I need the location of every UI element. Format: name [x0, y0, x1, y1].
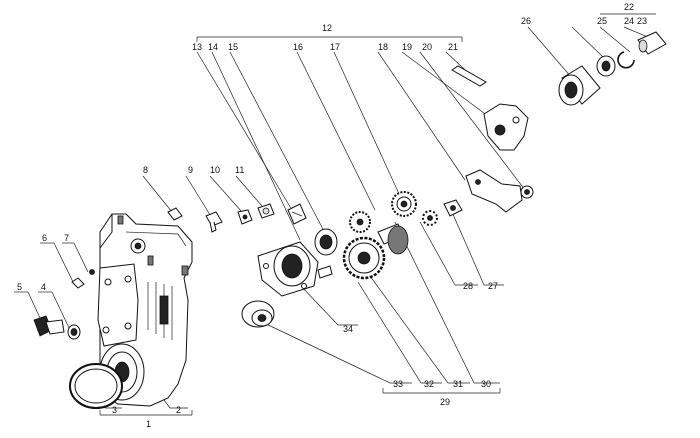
gear-17-part [391, 191, 417, 217]
lever-18-part [465, 169, 534, 213]
circlip-24-part [617, 51, 635, 69]
bolt-part [33, 315, 81, 340]
seal-ring-part [69, 363, 123, 409]
label-1: 1 [146, 419, 151, 429]
label-11: 11 [235, 165, 244, 175]
label-13: 13 [192, 42, 202, 52]
label-25: 25 [597, 16, 607, 26]
label-19: 19 [402, 42, 412, 52]
label-10: 10 [210, 165, 220, 175]
label-22: 22 [624, 2, 634, 12]
nut-10-part [237, 209, 253, 225]
label-2: 2 [176, 405, 181, 415]
leader-lines [14, 26, 651, 409]
group-bracket-29 [382, 388, 501, 394]
label-14: 14 [208, 42, 218, 52]
label-32: 32 [424, 379, 434, 389]
label-16: 16 [293, 42, 303, 52]
label-18: 18 [378, 42, 388, 52]
ring-25-part [596, 55, 616, 77]
key-part [167, 207, 183, 221]
small-screw-part [71, 269, 95, 289]
label-33: 33 [393, 379, 403, 389]
label-21: 21 [448, 42, 458, 52]
screw-9-part [205, 211, 223, 233]
label-6: 6 [42, 233, 47, 243]
callout-labels: 1 2 3 4 5 6 7 8 9 10 11 12 13 14 15 16 1… [17, 2, 647, 429]
label-24: 24 [624, 16, 634, 26]
label-26: 26 [521, 16, 531, 26]
label-4: 4 [41, 282, 46, 292]
clip-part [287, 203, 307, 225]
label-12: 12 [322, 23, 332, 33]
label-15: 15 [228, 42, 238, 52]
label-29: 29 [440, 397, 450, 407]
label-28: 28 [463, 281, 473, 291]
housing-part [97, 213, 193, 407]
label-9: 9 [188, 165, 193, 175]
lever-20-part [483, 103, 529, 151]
bolt-11-part [257, 203, 275, 219]
label-34: 34 [343, 324, 353, 334]
nut-27-part [443, 199, 463, 217]
gear-small-part [349, 211, 371, 233]
label-30: 30 [481, 379, 491, 389]
star-washer-part [422, 210, 438, 226]
sleeve-26-part [558, 65, 601, 106]
group-bracket-1 [99, 410, 193, 416]
flange-housing-part [257, 241, 319, 297]
label-20: 20 [422, 42, 432, 52]
label-23: 23 [637, 16, 647, 26]
label-27: 27 [488, 281, 498, 291]
shaft-part [377, 223, 409, 255]
plug-23-part [637, 31, 667, 55]
label-7: 7 [64, 233, 69, 243]
label-3: 3 [112, 405, 117, 415]
label-5: 5 [17, 282, 22, 292]
gear-large-part [342, 236, 386, 280]
pin-part [317, 265, 333, 279]
group-bracket-12 [196, 36, 463, 42]
label-31: 31 [453, 379, 463, 389]
label-17: 17 [330, 42, 340, 52]
cover-washer-part [241, 300, 275, 328]
pin-21-part [451, 65, 487, 87]
bearing-part [314, 228, 338, 256]
label-8: 8 [143, 165, 148, 175]
